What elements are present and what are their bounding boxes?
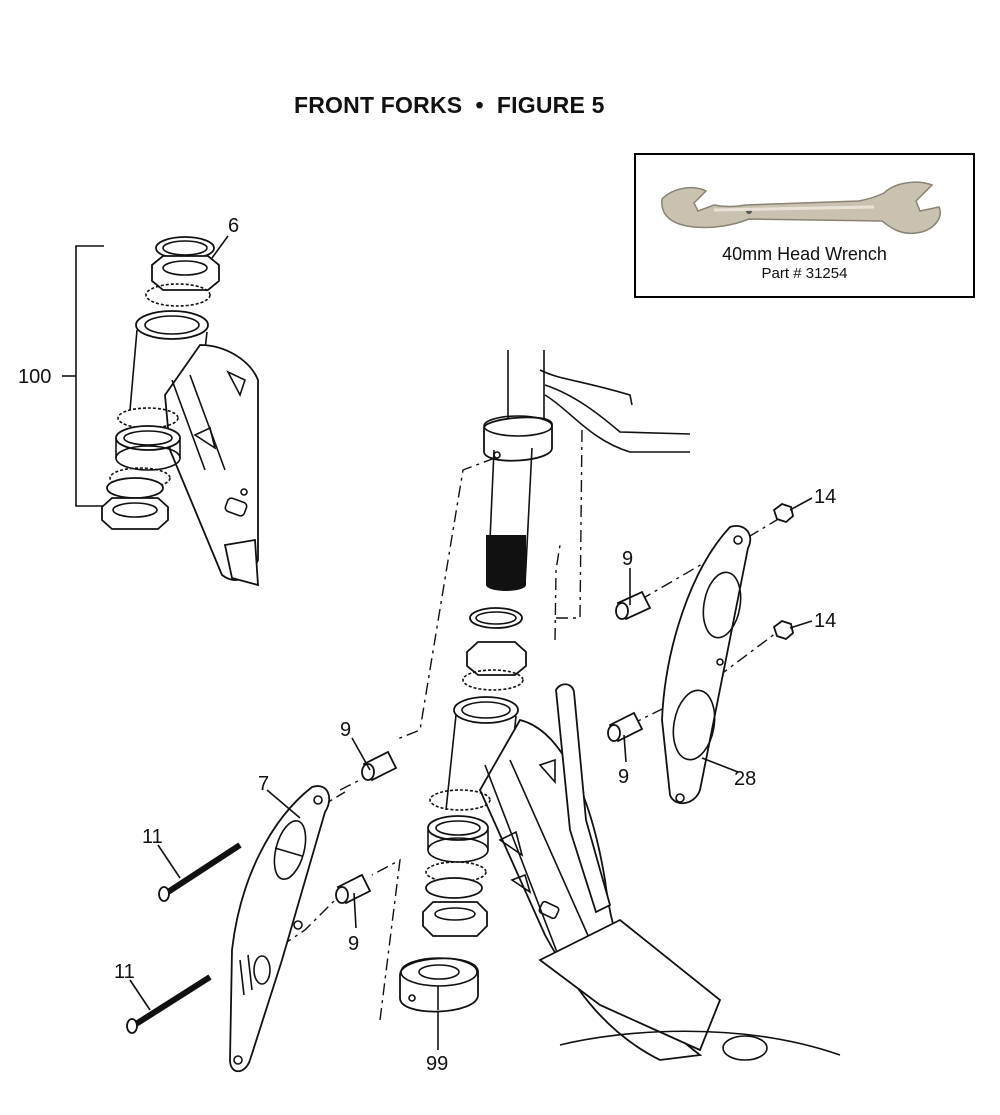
headset-detail — [62, 236, 259, 587]
head-wrench-image — [661, 181, 941, 235]
nut-14-a — [772, 502, 794, 524]
callout-9-lower-left: 9 — [348, 933, 359, 955]
side-plate-28 — [661, 525, 752, 804]
bolt-11-a — [158, 842, 242, 902]
side-plate-7 — [229, 785, 330, 1073]
callout-9-mid-right: 9 — [618, 766, 629, 788]
spacer-9-d — [335, 873, 372, 905]
callout-7: 7 — [258, 773, 269, 795]
callout-99: 99 — [426, 1053, 448, 1075]
spacer-9-b — [361, 750, 398, 782]
spacer-9-a — [615, 590, 652, 621]
callout-6: 6 — [228, 215, 239, 237]
callout-11-lower: 11 — [114, 961, 135, 983]
tool-part-number: Part # 31254 — [761, 265, 848, 282]
leader-lines — [129, 235, 813, 1050]
callout-11-upper: 11 — [142, 826, 163, 848]
callout-100: 100 — [18, 366, 51, 388]
callout-9-mid-left: 9 — [340, 719, 351, 741]
bolt-11-b — [126, 974, 212, 1034]
spacer-9-c — [607, 711, 644, 743]
nut-14-b — [772, 619, 794, 641]
callout-9-upper-right: 9 — [622, 548, 633, 570]
fork-steerer-assembly — [259, 350, 841, 1061]
tool-name: 40mm Head Wrench — [722, 244, 887, 264]
tool-inset-box: 40mm Head Wrench Part # 31254 — [634, 153, 975, 298]
callout-14-top: 14 — [814, 486, 836, 508]
callout-28: 28 — [734, 768, 756, 790]
callout-14-lower: 14 — [814, 610, 836, 632]
page-title: FRONT FORKS • FIGURE 5 — [294, 92, 605, 118]
